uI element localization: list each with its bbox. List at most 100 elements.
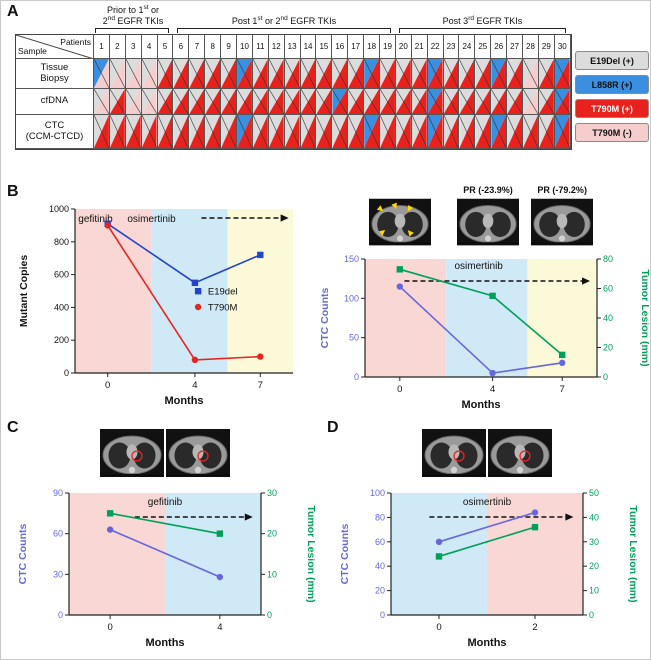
data-point [191,356,199,364]
series-line [109,528,221,578]
matrix-cell [427,59,444,89]
panel-label-a: A [7,3,19,20]
data-point [559,359,566,367]
matrix-cell [109,89,126,115]
lesion-circle-icon [453,450,466,462]
matrix-cell [380,115,396,149]
ct-image [368,198,431,246]
svg-text:7: 7 [258,380,263,391]
svg-text:20: 20 [589,561,599,571]
matrix-cell [395,89,412,115]
data-point [396,266,403,273]
matrix-cell [173,115,190,149]
legend-item: T790M (+) [575,99,649,118]
lesion-circle-icon [131,450,144,462]
patient-number: 19 [380,35,396,59]
matrix-cell [141,89,158,115]
svg-text:CTC Counts: CTC Counts [319,288,331,349]
matrix-cell [94,59,110,89]
matrix-cell [523,59,539,89]
matrix-cell [538,115,555,149]
matrix-cell [411,115,428,149]
svg-text:0: 0 [436,622,441,633]
matrix-cell [427,115,444,149]
matrix-cell [459,59,476,89]
matrix-cell [300,59,317,89]
ct-image [456,198,519,246]
corner-patients-label: Patients [60,37,91,47]
patient-number: 12 [268,35,285,59]
svg-text:0: 0 [58,610,63,620]
svg-text:10: 10 [267,569,277,579]
matrix-cell [395,115,412,149]
matrix-cell [173,59,190,89]
svg-text:0: 0 [354,372,359,382]
group-bracket-3 [399,28,566,33]
matrix-cell [538,89,555,115]
matrix-cell [300,115,317,149]
treatment-region [446,259,528,377]
matrix-cell [237,59,253,89]
svg-text:200: 200 [54,335,69,345]
svg-text:20: 20 [375,586,385,596]
matrix-cell [125,59,142,89]
matrix-cell [411,59,428,89]
svg-text:30: 30 [267,488,277,498]
matrix-cell [237,89,253,115]
svg-text:Months: Months [467,637,506,649]
matrix-cell [411,89,428,115]
matrix-cell [348,89,365,115]
data-point [435,553,443,560]
patient-number: 30 [554,35,571,59]
patient-number: 17 [348,35,365,59]
yellow-arrow-icon [407,205,413,212]
matrix-cell [268,89,285,115]
matrix-cell [427,89,444,115]
matrix-cell [475,59,492,89]
ct-image [531,198,594,246]
matrix-cell [364,59,381,89]
yellow-arrow-icon [378,229,385,236]
panel-label-b: B [7,183,19,200]
matrix-cell [173,89,190,115]
matrix-cell [252,115,269,149]
data-point [216,573,224,581]
yellow-arrow-icon [376,205,383,212]
matrix-cell [316,115,333,149]
series-line [438,526,536,558]
matrix-cell [125,89,142,115]
pr-label: PR (-23.9%) [463,185,513,195]
data-point [104,222,111,229]
lesion-circle-icon [518,450,531,462]
svg-text:4: 4 [490,384,495,395]
svg-text:Tumor Lesion (mm): Tumor Lesion (mm) [305,505,315,602]
matrix-cell [507,89,524,115]
ct-scan-image [165,429,230,477]
svg-text:50: 50 [589,488,599,498]
data-point [396,283,403,290]
corner-diagonal [16,35,93,58]
patient-number: 29 [538,35,555,59]
patient-number: 23 [443,35,460,59]
data-point [257,353,264,360]
patient-number: 22 [427,35,444,59]
corner-sample-label: Sample [18,46,47,56]
matrix-cell [189,115,206,149]
svg-text:10: 10 [589,586,599,596]
ct-scan-image [487,429,552,477]
patient-number: 15 [316,35,333,59]
data-point [489,369,496,377]
matrix-cell [332,59,349,89]
svg-text:osimertinib: osimertinib [463,497,512,508]
patient-number: 3 [125,35,142,59]
matrix-cell [157,59,174,89]
matrix-cell [475,115,492,149]
patient-number: 27 [507,35,524,59]
svg-text:20: 20 [267,529,277,539]
svg-text:60: 60 [53,529,63,539]
